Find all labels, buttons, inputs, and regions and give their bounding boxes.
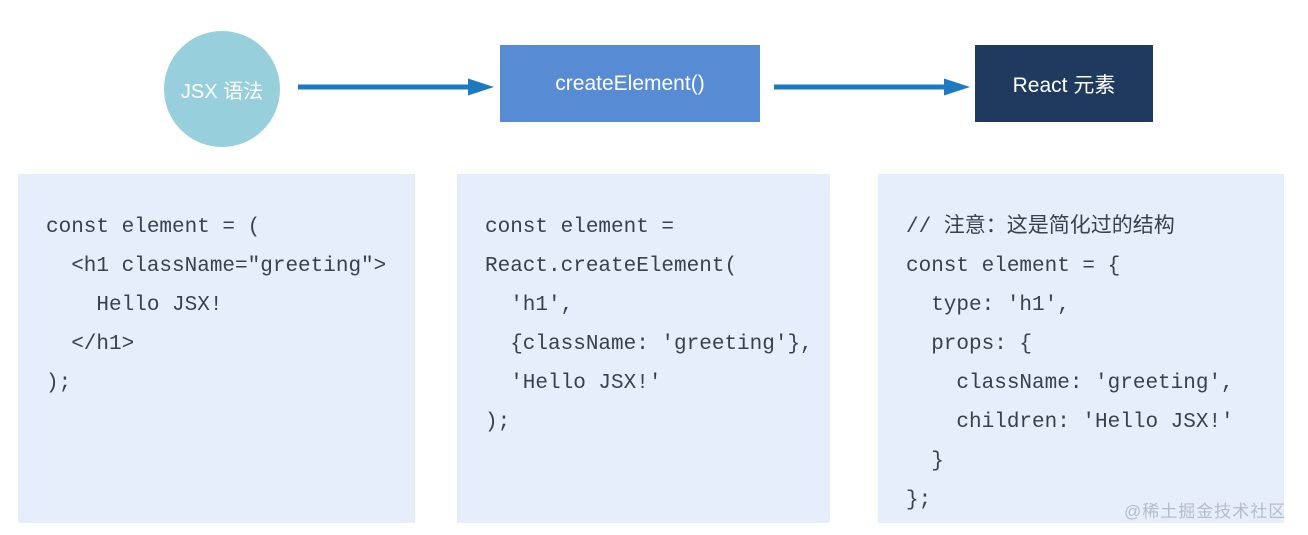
- flow-node-jsx-syntax-label: JSX 语法: [180, 80, 264, 103]
- code-line: props: {: [906, 333, 1033, 356]
- code-panel-react-element: // 注意：这是简化过的结构 const element = { type: 'h…: [878, 174, 1284, 523]
- code-panel-create-element: const element = React.createElement( 'h1'…: [457, 174, 830, 523]
- code-line: }: [906, 450, 944, 473]
- code-line: </h1>: [46, 333, 135, 356]
- code-line: // 注意：这是简化过的结构: [906, 216, 1175, 239]
- code-line: type: 'h1',: [906, 294, 1070, 317]
- code-line: };: [906, 489, 932, 512]
- code-panel-jsx: const element = ( <h1 className="greetin…: [18, 174, 415, 523]
- right-arrow-icon: [298, 78, 494, 96]
- code-line: 'Hello JSX!': [485, 372, 662, 395]
- right-arrow-icon: [774, 78, 970, 96]
- watermark: @稀土掘金技术社区: [1124, 502, 1287, 521]
- code-line: {className: 'greeting'},: [485, 333, 813, 356]
- code-line: const element = {: [906, 255, 1121, 278]
- code-line: React.createElement(: [485, 255, 738, 278]
- code-line: <h1 className="greeting">: [46, 255, 387, 278]
- flow-node-create-element-label: createElement(): [555, 71, 705, 95]
- flow-node-create-element: createElement(): [500, 45, 760, 122]
- flow-node-react-element: React 元素: [975, 45, 1153, 122]
- flow-node-jsx-syntax: JSX 语法: [164, 31, 280, 147]
- flow-node-react-element-label: React 元素: [1012, 73, 1116, 97]
- code-line: 'h1',: [485, 294, 574, 317]
- code-line: children: 'Hello JSX!': [906, 411, 1234, 434]
- code-line: className: 'greeting',: [906, 372, 1234, 395]
- code-line: Hello JSX!: [46, 294, 223, 317]
- code-line: const element =: [485, 216, 675, 239]
- code-line: const element = (: [46, 216, 261, 239]
- code-line: );: [46, 372, 72, 395]
- code-line: );: [485, 411, 511, 434]
